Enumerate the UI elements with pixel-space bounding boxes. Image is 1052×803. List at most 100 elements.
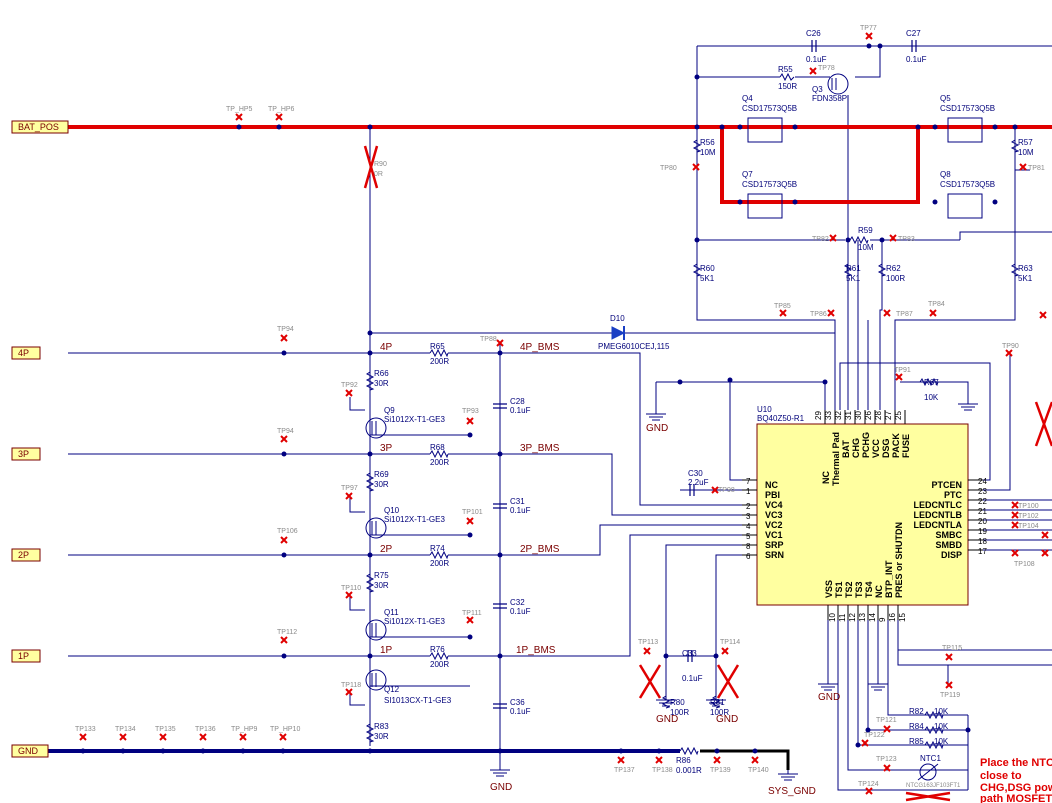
svg-text:32: 32 bbox=[834, 411, 843, 420]
port-3p: 3P bbox=[11, 447, 41, 461]
svg-text:R80: R80 bbox=[670, 698, 685, 707]
mosfet-q9 bbox=[365, 417, 387, 439]
gnd-symbol: GND bbox=[818, 680, 840, 703]
ic-ref: U10 bbox=[757, 405, 772, 414]
resistor-r68 bbox=[429, 449, 449, 459]
svg-text:200R: 200R bbox=[430, 660, 449, 669]
svg-text:R60: R60 bbox=[700, 264, 715, 273]
svg-text:TP80: TP80 bbox=[660, 165, 677, 172]
svg-text:TP119: TP119 bbox=[940, 692, 960, 699]
svg-text:TP124: TP124 bbox=[858, 781, 879, 788]
svg-text:Thermal Pad: Thermal Pad bbox=[831, 432, 841, 486]
svg-text:TP134: TP134 bbox=[115, 726, 136, 733]
svg-text:Q5: Q5 bbox=[940, 94, 951, 103]
svg-text:NC: NC bbox=[874, 585, 884, 598]
net-2p-bms: 2P_BMS bbox=[520, 544, 560, 555]
svg-text:NTC1: NTC1 bbox=[920, 754, 941, 763]
svg-text:31: 31 bbox=[844, 411, 853, 420]
svg-text:TP121: TP121 bbox=[876, 717, 897, 724]
svg-text:Q9: Q9 bbox=[384, 406, 395, 415]
svg-text:NC: NC bbox=[821, 471, 831, 484]
resistor-r84 bbox=[924, 725, 944, 735]
svg-text:R62: R62 bbox=[886, 264, 901, 273]
svg-text:CSD17573Q5B: CSD17573Q5B bbox=[940, 104, 995, 113]
svg-text:GND: GND bbox=[716, 714, 738, 725]
svg-text:Q3: Q3 bbox=[812, 85, 823, 94]
svg-text:TP82: TP82 bbox=[812, 236, 829, 243]
svg-text:TP77: TP77 bbox=[860, 25, 877, 32]
svg-text:VC4: VC4 bbox=[765, 500, 783, 510]
svg-text:C31: C31 bbox=[510, 497, 525, 506]
svg-text:TP122: TP122 bbox=[864, 732, 885, 739]
resistor-r62 bbox=[877, 263, 887, 277]
net-4p-bms: 4P_BMS bbox=[520, 342, 560, 353]
svg-text:TP_HP5: TP_HP5 bbox=[226, 106, 253, 113]
svg-text:17: 17 bbox=[978, 547, 987, 556]
svg-text:23: 23 bbox=[978, 487, 987, 496]
mosfet-q10 bbox=[365, 517, 387, 539]
svg-text:R59: R59 bbox=[858, 226, 873, 235]
svg-text:VC3: VC3 bbox=[765, 510, 783, 520]
resistor-r59 bbox=[849, 235, 869, 245]
svg-text:2.2uF: 2.2uF bbox=[688, 478, 709, 487]
svg-text:33: 33 bbox=[824, 411, 833, 420]
svg-text:TP83: TP83 bbox=[898, 236, 915, 243]
svg-text:TP87: TP87 bbox=[896, 311, 913, 318]
svg-text:0.1uF: 0.1uF bbox=[682, 674, 703, 683]
capacitor-c33 bbox=[687, 650, 693, 662]
svg-text:VCC: VCC bbox=[871, 438, 881, 458]
capacitor-c36 bbox=[493, 703, 507, 709]
svg-text:7: 7 bbox=[746, 477, 751, 486]
svg-text:TP94: TP94 bbox=[277, 428, 294, 435]
svg-text:Q7: Q7 bbox=[742, 170, 753, 179]
svg-text:5K1: 5K1 bbox=[700, 274, 715, 283]
svg-text:C28: C28 bbox=[510, 397, 525, 406]
svg-text:12: 12 bbox=[848, 613, 857, 622]
resistor-r80 bbox=[661, 695, 671, 709]
gnd-symbol bbox=[958, 400, 978, 411]
port-2p: 2P bbox=[11, 548, 41, 562]
svg-text:TP123: TP123 bbox=[876, 756, 897, 763]
svg-text:VC2: VC2 bbox=[765, 520, 783, 530]
svg-text:Si1012X-T1-GE3: Si1012X-T1-GE3 bbox=[384, 415, 445, 424]
svg-text:BAT_POS: BAT_POS bbox=[18, 122, 59, 132]
svg-text:TP108: TP108 bbox=[1014, 561, 1035, 568]
svg-text:Q10: Q10 bbox=[384, 506, 400, 515]
resistor-r85 bbox=[924, 740, 944, 750]
svg-text:TP114: TP114 bbox=[720, 639, 740, 646]
mosfet-q8 bbox=[947, 193, 983, 219]
svg-text:PTCEN: PTCEN bbox=[931, 480, 962, 490]
svg-text:5K1: 5K1 bbox=[846, 274, 861, 283]
svg-text:10K: 10K bbox=[934, 722, 949, 731]
svg-text:GND: GND bbox=[646, 423, 668, 434]
svg-text:R65: R65 bbox=[430, 342, 445, 351]
svg-text:0.1uF: 0.1uF bbox=[906, 55, 927, 64]
svg-text:TP85: TP85 bbox=[774, 303, 791, 310]
svg-text:5K1: 5K1 bbox=[1018, 274, 1033, 283]
testpoint-labels: TP_HP5 TP_HP6 TP77 TP78 TP80 TP81 TP82 T… bbox=[75, 25, 1045, 788]
svg-text:CHG,DSG pow: CHG,DSG pow bbox=[980, 782, 1052, 794]
svg-text:2P: 2P bbox=[18, 550, 29, 560]
svg-text:CSD17573Q5B: CSD17573Q5B bbox=[742, 104, 797, 113]
svg-text:FUSE: FUSE bbox=[901, 434, 911, 458]
svg-text:Q11: Q11 bbox=[384, 608, 399, 617]
capacitor-c26 bbox=[811, 40, 817, 52]
svg-text:R82: R82 bbox=[909, 707, 924, 716]
resistor-r61 bbox=[843, 263, 853, 277]
svg-text:TP100: TP100 bbox=[1018, 503, 1039, 510]
svg-text:TP94: TP94 bbox=[277, 326, 294, 333]
net-sys-gnd: SYS_GND bbox=[768, 786, 816, 797]
resistor-r67 bbox=[919, 377, 939, 387]
capacitor-c27 bbox=[911, 40, 917, 52]
svg-text:TP88: TP88 bbox=[480, 336, 497, 343]
net-4p: 4P bbox=[380, 342, 393, 353]
svg-text:27: 27 bbox=[884, 411, 893, 420]
svg-text:Q12: Q12 bbox=[384, 685, 400, 694]
svg-text:10M: 10M bbox=[700, 148, 716, 157]
port-1p: 1P bbox=[11, 649, 41, 663]
svg-text:FDN358P: FDN358P bbox=[812, 94, 847, 103]
svg-text:25: 25 bbox=[894, 411, 903, 420]
port-4p: 4P bbox=[11, 346, 41, 360]
svg-text:NTCG163JF103FT1: NTCG163JF103FT1 bbox=[906, 783, 961, 789]
svg-text:VC1: VC1 bbox=[765, 530, 783, 540]
